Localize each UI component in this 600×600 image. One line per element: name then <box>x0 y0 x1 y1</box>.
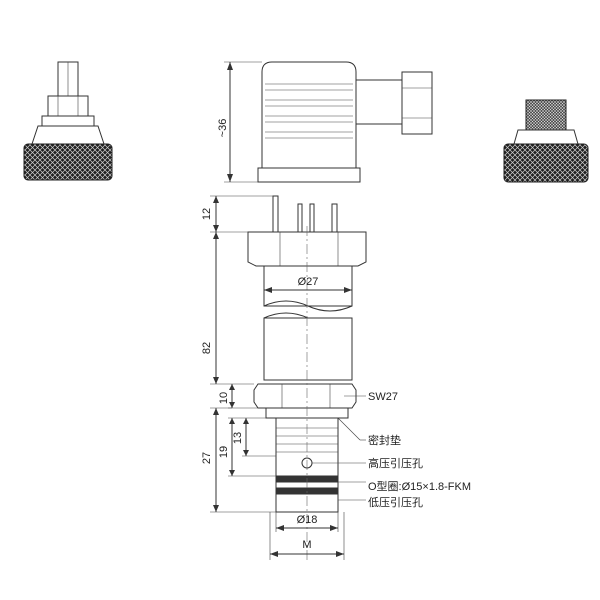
dim-12: 12 <box>201 195 273 233</box>
dim-82: 82 <box>201 232 254 385</box>
dim-12-label: 12 <box>201 208 213 220</box>
dim-36-label: ~36 <box>217 119 229 138</box>
dim-27-label: 27 <box>201 452 213 464</box>
gland-nut <box>401 71 433 135</box>
body-upper <box>263 265 353 307</box>
dim-d27: Ø27 <box>264 276 352 293</box>
callout-seal-label: 密封垫 <box>368 433 401 447</box>
dim-10-label: 10 <box>218 392 230 404</box>
dim-d27-label: Ø27 <box>298 276 319 288</box>
callout-high-port-label: 高压引压孔 <box>368 456 423 470</box>
callout-seal: 密封垫 <box>337 417 401 447</box>
dim-m-label: M <box>302 539 311 551</box>
dim-d18-label: Ø18 <box>297 514 318 526</box>
callout-low-port: 低压引压孔 <box>338 495 423 509</box>
dim-19-label: 19 <box>218 446 230 458</box>
callout-high-port: 高压引压孔 <box>312 456 423 470</box>
hex-sw27 <box>253 383 357 409</box>
callout-oring: O型圈:Ø15×1.8-FKM <box>338 479 471 493</box>
dim-10: 10 <box>218 384 258 409</box>
dim-d18: Ø18 <box>275 512 339 532</box>
callout-sw27-label: SW27 <box>368 391 398 403</box>
dim-13-label: 13 <box>232 432 244 444</box>
cable-gland <box>355 79 403 125</box>
pin <box>272 195 279 233</box>
knurl-ring <box>23 143 113 181</box>
transmitter-body <box>247 195 367 560</box>
dim-27: 27 <box>201 407 276 513</box>
hex-fitting <box>47 95 89 117</box>
right-view-m12-connector <box>503 99 589 183</box>
m12-thread <box>525 99 567 131</box>
dim-36: ~36 <box>217 61 262 183</box>
connector-body <box>261 61 357 169</box>
din-connector <box>257 61 433 183</box>
callout-sw27: SW27 <box>344 391 398 403</box>
left-view-knurled-nut <box>23 61 113 181</box>
body-lower <box>263 317 353 381</box>
dim-19: 19 <box>218 417 276 477</box>
dim-13: 13 <box>232 418 276 457</box>
callout-oring-label: O型圈:Ø15×1.8-FKM <box>368 479 471 493</box>
dim-m: M <box>269 512 345 560</box>
knurl-ring-right <box>503 143 589 183</box>
dim-82-label: 82 <box>201 342 213 354</box>
callout-low-port-label: 低压引压孔 <box>368 495 423 509</box>
